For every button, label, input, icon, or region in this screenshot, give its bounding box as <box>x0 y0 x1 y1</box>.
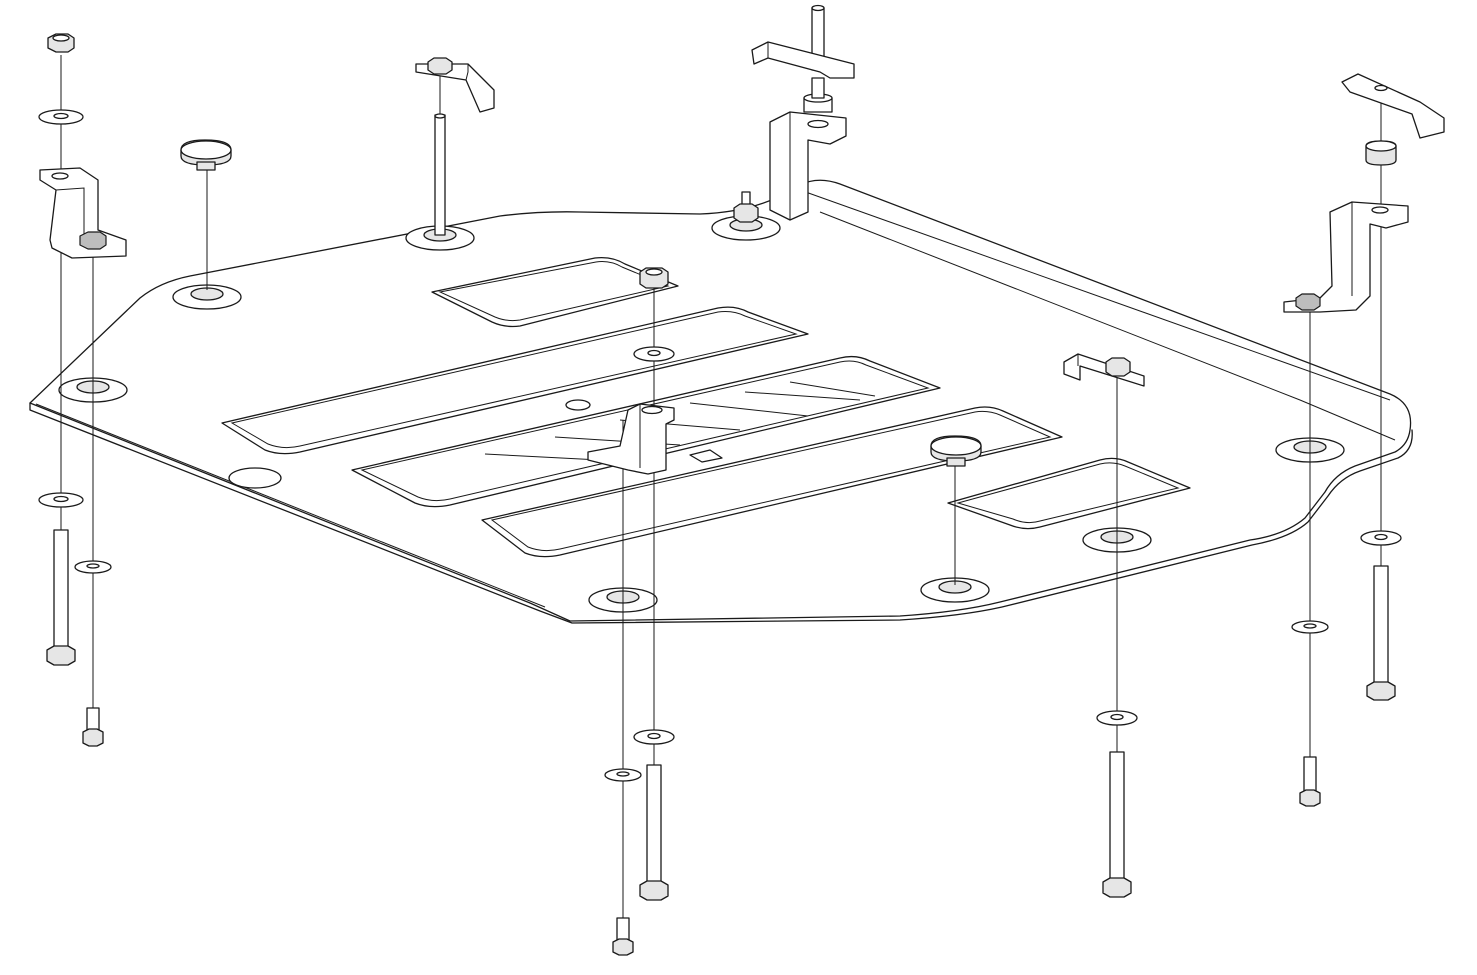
nut-icon <box>733 191 759 223</box>
rubber-plug-icon <box>930 435 982 467</box>
washer-icon <box>74 560 112 574</box>
bracket-icon <box>587 403 675 475</box>
mount-center <box>587 267 675 956</box>
grommet-rear-center <box>711 215 781 241</box>
bolt-icon <box>46 529 76 666</box>
nut-icon <box>1105 357 1131 377</box>
washer-icon <box>633 346 675 362</box>
bolt-icon <box>639 764 669 901</box>
plug-right <box>930 435 982 467</box>
mount-right <box>1063 353 1145 898</box>
grommet-left <box>172 284 242 310</box>
bolt-icon <box>1366 565 1396 701</box>
washer-icon <box>38 492 84 508</box>
rubber-plug-icon <box>180 139 232 171</box>
mount-front-left <box>38 33 127 747</box>
plate-cutout-lower <box>481 406 1063 558</box>
plate-hole <box>565 399 591 411</box>
mount-rear-left <box>415 57 495 236</box>
bolt-icon <box>1299 756 1321 807</box>
clip-bracket-icon <box>415 63 495 113</box>
spacer-icon <box>1365 140 1397 166</box>
plug-left <box>180 139 232 171</box>
t-clamp-icon <box>751 4 855 113</box>
bolt-icon <box>612 917 634 956</box>
nut-icon <box>1295 293 1321 311</box>
nut-icon <box>79 231 107 250</box>
mount-rear-right <box>1283 73 1445 807</box>
washer-icon <box>1096 710 1138 726</box>
skid-plate <box>29 179 1413 624</box>
plate-cutout-right <box>947 457 1191 530</box>
washer-icon <box>604 768 642 782</box>
washer-icon <box>1291 620 1329 634</box>
mount-rear-center <box>733 4 855 223</box>
plate-slot <box>689 449 723 463</box>
plate-cutout-long <box>221 306 809 455</box>
bracket-icon <box>769 111 847 221</box>
plate-cutout-center <box>351 355 941 508</box>
bolt-icon <box>82 707 104 747</box>
washer-icon <box>38 109 84 125</box>
assembly-axis-lines <box>60 55 1382 945</box>
plate-cutout-top <box>431 256 679 328</box>
washer-icon <box>1360 530 1402 546</box>
clip-bracket-icon <box>1341 73 1445 139</box>
nut-icon <box>427 57 453 75</box>
bolt-icon <box>1102 751 1132 898</box>
washer-icon <box>633 729 675 745</box>
nut-icon <box>47 33 75 53</box>
stud-icon <box>434 113 446 236</box>
plate-hole <box>228 467 282 489</box>
nut-icon <box>639 267 669 289</box>
